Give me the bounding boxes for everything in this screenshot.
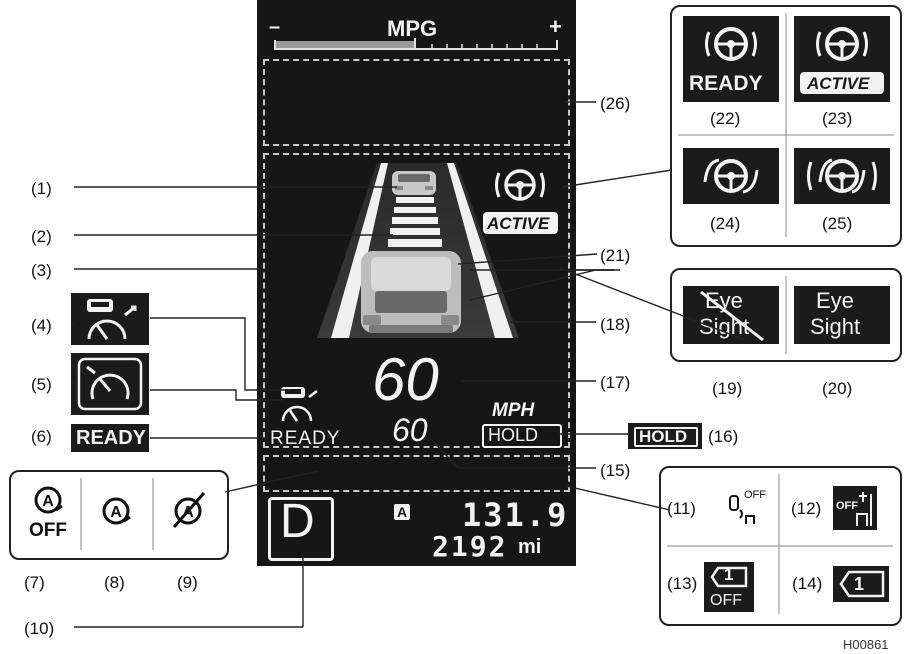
steering-ready-wheel-icon [705,27,757,61]
lane-departure-off-label: OFF [836,500,858,512]
hold-label: HOLD [488,425,539,445]
auto-badge-label: A [397,504,408,520]
callout-6: (6) [31,427,52,446]
callout-4: (4) [31,316,52,335]
steering-box-dividers [678,13,894,237]
callout-23: (23) [822,109,853,128]
steering-active-badge [800,72,884,94]
eyesight-off-slash [700,290,764,342]
mpg-plus: + [549,14,562,39]
ready-label: READY [270,428,341,449]
odometer-value: 2192 [432,530,508,563]
callout-11: (11) [667,499,696,518]
callout-8: (8) [104,573,125,592]
gear-indicator [268,497,334,561]
lane-sway-off-label: OFF [744,489,766,501]
callout-15: (15) [600,461,631,480]
eyesight-on-line1: Eye [816,288,854,313]
svg-text:A: A [42,493,54,510]
eyesight-on-icon [794,286,890,344]
steering-active-wheel-icon [816,27,868,61]
eyesight-on-line2: Sight [810,314,861,339]
callout-26: (26) [600,94,631,113]
lead-start-glyph [839,570,885,598]
lane-box-dividers [667,474,893,614]
callout-3: (3) [31,261,52,280]
lead-start-off-glyph [710,566,748,588]
left-lane-line [331,163,388,338]
following-distance-bars [388,197,442,247]
callout-25: (25) [822,214,853,233]
mpg-minus: – [269,16,281,38]
odometer-unit: mi [518,536,542,558]
callout-21: (21) [600,246,631,265]
lane-departure-glyph [856,492,872,526]
main-display-area [263,153,570,448]
hold-badge-frame [634,427,698,447]
set-speed-small: 60 [392,412,428,448]
auto-badge [394,504,410,520]
lane-departure-off-icon [833,486,877,530]
svg-text:A: A [110,504,122,521]
icon-5-acc-standard [71,353,149,415]
auto-off-label: OFF [29,520,67,541]
cruise-icons-box [9,470,229,560]
callout-16: (16) [708,427,739,446]
lead-vehicle [392,171,436,195]
callout-17: (17) [600,373,631,392]
trip-value: 131.9 [462,496,569,534]
auto-off-icon: A [34,486,63,514]
steering-alert-wheel-icon [807,158,877,194]
auto-disabled-icon: A [172,492,206,528]
callout-24: (24) [710,214,741,233]
callout-10: (10) [24,619,55,638]
indicator-strip [263,455,570,492]
steering-active-label: ACTIVE [807,74,870,93]
lead-start-off-number: 1 [724,565,734,584]
callout-7: (7) [24,573,45,592]
hold-indicator [482,424,562,448]
steering-hands-icon [703,158,759,194]
lane-sway-off-icon [729,495,755,524]
active-badge [483,212,558,234]
callout-14: (14) [792,574,823,593]
figure-code: H00861 [843,637,889,652]
callout-12: (12) [791,499,822,518]
acc-standard-icon [77,357,143,411]
callout-20: (20) [822,379,853,398]
eyesight-box-divider [785,276,787,354]
active-badge-label: ACTIVE [487,214,550,233]
eyesight-off-line2: Sight [699,314,750,339]
cruise-icons-dividers [80,478,154,550]
auto-icon: A [102,497,131,525]
steering-ready-label: READY [689,72,763,95]
callout-1: (1) [31,179,52,198]
lead-start-off-label: OFF [710,592,742,609]
hold-badge-label: HOLD [639,427,688,446]
ready-icon-text: READY [76,427,147,449]
mpg-label: MPG [387,16,438,41]
callout-19: (19) [712,379,743,398]
acc-following-icon [87,299,137,340]
callout-9: (9) [177,573,198,592]
icon-6-ready [71,424,149,452]
callout-5: (5) [31,375,52,394]
callout-22: (22) [710,109,741,128]
callout-18: (18) [600,315,631,334]
callout-13: (13) [667,574,698,593]
steering-assist-icon [495,169,545,201]
callout-2: (2) [31,227,52,246]
gear-label: D [280,495,315,548]
lead-start-number: 1 [854,574,865,594]
mpg-scale [274,38,558,50]
set-speed-large: 60 [372,346,439,413]
speed-unit: MPH [492,400,535,421]
mpg-gauge: – MPG + [257,0,576,55]
own-vehicle [361,251,461,333]
